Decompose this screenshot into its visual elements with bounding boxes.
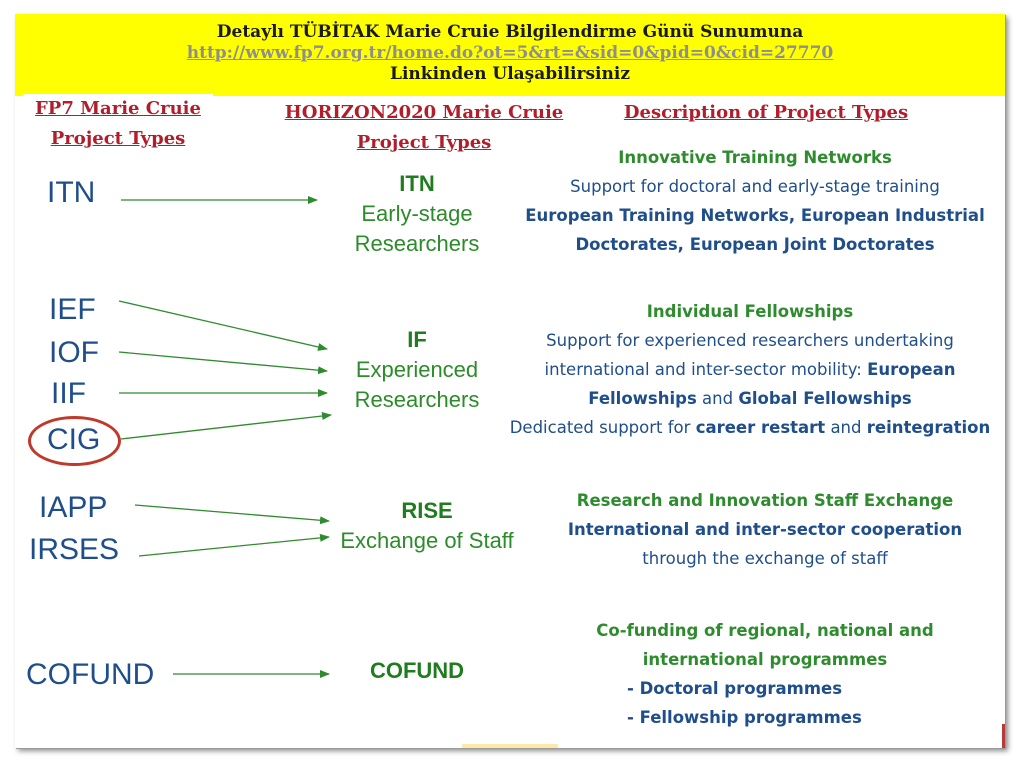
desc-itn-line-2: European Training Networks, European Ind… (525, 206, 985, 225)
h2020-rise: RISE Exchange of Staff (337, 496, 517, 556)
arrow-irses-to-rise (138, 533, 330, 557)
h2020-if: IF Experienced Researchers (327, 325, 507, 415)
arrow-iapp-to-rise (134, 504, 330, 525)
desc-if-line-1: Support for experienced researchers unde… (546, 331, 954, 350)
desc-cofund-line-2: international programmes (642, 650, 888, 669)
h2020-cofund-abbr: COFUND (369, 658, 465, 683)
description-header: Description of Project Types (593, 98, 939, 130)
h2020-rise-abbr: RISE (401, 498, 453, 523)
arrow-ief-to-if (118, 300, 328, 351)
info-banner: Detaylı TÜBİTAK Marie Cruie Bilgilendirm… (15, 14, 1005, 96)
desc-if-line-4b: career restart (695, 418, 826, 437)
cig-highlight-circle (28, 416, 121, 466)
desc-itn: Innovative Training Networks Support for… (525, 143, 985, 259)
slide-edge-accent (1002, 724, 1005, 748)
desc-if-title: Individual Fellowships (646, 302, 854, 321)
desc-rise: Research and Innovation Staff Exchange I… (535, 486, 995, 573)
h2020-if-sub: Experienced Researchers (354, 357, 480, 412)
banner-line-3: Linkinden Ulaşabilirsiniz (390, 64, 630, 84)
desc-if-line-3b: and (696, 389, 739, 408)
fp7-item-iif: IIF (51, 377, 86, 410)
desc-cofund-line-3: - Doctoral programmes (627, 679, 843, 698)
h2020-cofund: COFUND (327, 656, 507, 686)
h2020-itn: ITN Early-stage Researchers (327, 169, 507, 259)
h2020-itn-sub: Early-stage Researchers (354, 201, 480, 256)
desc-rise-line-2: through the exchange of staff (642, 549, 888, 568)
desc-if-line-4: Dedicated support for career restart and… (505, 413, 995, 442)
desc-if-line-3: Fellowships and Global Fellowships (505, 384, 995, 413)
slide-bottom-tab (462, 744, 558, 748)
desc-if-line-2b: European (867, 360, 956, 379)
fp7-item-cofund: COFUND (26, 658, 155, 691)
desc-if-line-2a: international and inter-sector mobility: (544, 360, 868, 379)
fp7-item-ief: IEF (49, 293, 96, 326)
arrow-cig-to-if (120, 412, 332, 440)
fp7-item-iof: IOF (49, 336, 99, 369)
desc-if-line-3a: Fellowships (588, 389, 697, 408)
arrow-iof-to-if (118, 351, 328, 375)
desc-if-line-3c: Global Fellowships (738, 389, 912, 408)
desc-if-line-4c: and (825, 418, 867, 437)
h2020-rise-sub: Exchange of Staff (340, 528, 514, 553)
h2020-if-abbr: IF (407, 327, 427, 352)
desc-rise-line-1: International and inter-sector cooperati… (567, 520, 963, 539)
slide: Detaylı TÜBİTAK Marie Cruie Bilgilendirm… (15, 14, 1005, 748)
desc-cofund: Co-funding of regional, national and int… (535, 616, 995, 732)
desc-if-line-4d: reintegration (866, 418, 991, 437)
presentation-link[interactable]: http://www.fp7.org.tr/home.do?ot=5&rt=&s… (186, 43, 834, 63)
desc-cofund-line-1: Co-funding of regional, national and (596, 621, 934, 640)
desc-if-line-4a: Dedicated support for (509, 418, 696, 437)
desc-if-line-2: international and inter-sector mobility:… (505, 355, 995, 384)
h2020-itn-abbr: ITN (399, 171, 435, 196)
banner-line-1: Detaylı TÜBİTAK Marie Cruie Bilgilendirm… (216, 22, 804, 42)
fp7-item-irses: IRSES (29, 533, 120, 566)
fp7-header: FP7 Marie Cruie Project Types (23, 94, 213, 154)
desc-rise-title: Research and Innovation Staff Exchange (576, 491, 954, 510)
desc-itn-line-1: Support for doctoral and early-stage tra… (570, 177, 940, 196)
desc-itn-line-3: Doctorates, European Joint Doctorates (575, 235, 935, 254)
desc-if: Individual Fellowships Support for exper… (505, 297, 995, 442)
desc-cofund-line-4: - Fellowship programmes (627, 708, 862, 727)
fp7-item-iapp: IAPP (39, 491, 108, 524)
h2020-header: HORIZON2020 Marie Cruie Project Types (279, 98, 569, 160)
desc-itn-title: Innovative Training Networks (618, 148, 892, 167)
fp7-item-itn: ITN (47, 176, 96, 209)
